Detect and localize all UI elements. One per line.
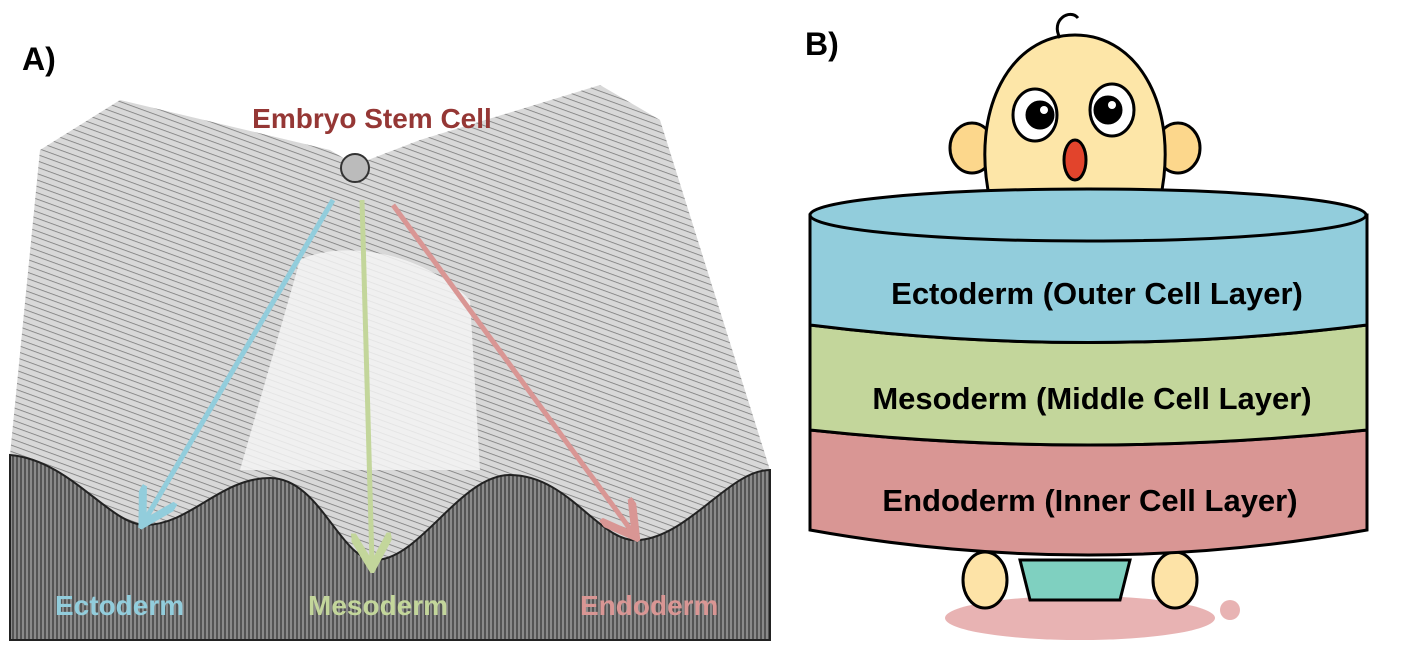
mesoderm-layer-label: Mesoderm (Middle Cell Layer)	[872, 381, 1311, 416]
endoderm-layer-label: Endoderm (Inner Cell Layer)	[882, 483, 1297, 518]
cylinder-top	[808, 187, 1368, 243]
ectoderm-label: Ectoderm	[55, 590, 184, 621]
mesoderm-label: Mesoderm	[308, 590, 448, 621]
landscape-white-slope	[240, 250, 480, 470]
panel-b: B) Ectoderm (Oute	[805, 12, 1369, 640]
embryo-stem-cell-label: Embryo Stem Cell	[252, 103, 492, 134]
ectoderm-band	[808, 213, 1369, 344]
baby-eye-shine	[1040, 101, 1116, 114]
arrow-to-mesoderm	[362, 199, 372, 563]
ectoderm-layer-label: Ectoderm (Outer Cell Layer)	[891, 276, 1303, 311]
stem-cell-ball	[340, 153, 370, 183]
baby-head	[948, 12, 1202, 202]
panel-a: A) Embryo Stem Cell Ectoderm Mesoderm En…	[9, 41, 771, 641]
endoderm-label: Endoderm	[580, 590, 718, 621]
panel-b-label: B)	[805, 26, 839, 62]
arrow-to-endoderm	[390, 203, 633, 533]
baby-feet	[961, 550, 1199, 610]
baby-shadow	[945, 596, 1215, 640]
germ-layer-cylinder	[808, 187, 1369, 557]
panel-a-label: A)	[22, 41, 56, 77]
baby-shadow-dot	[1220, 600, 1240, 620]
arrow-to-ectoderm	[145, 198, 336, 520]
